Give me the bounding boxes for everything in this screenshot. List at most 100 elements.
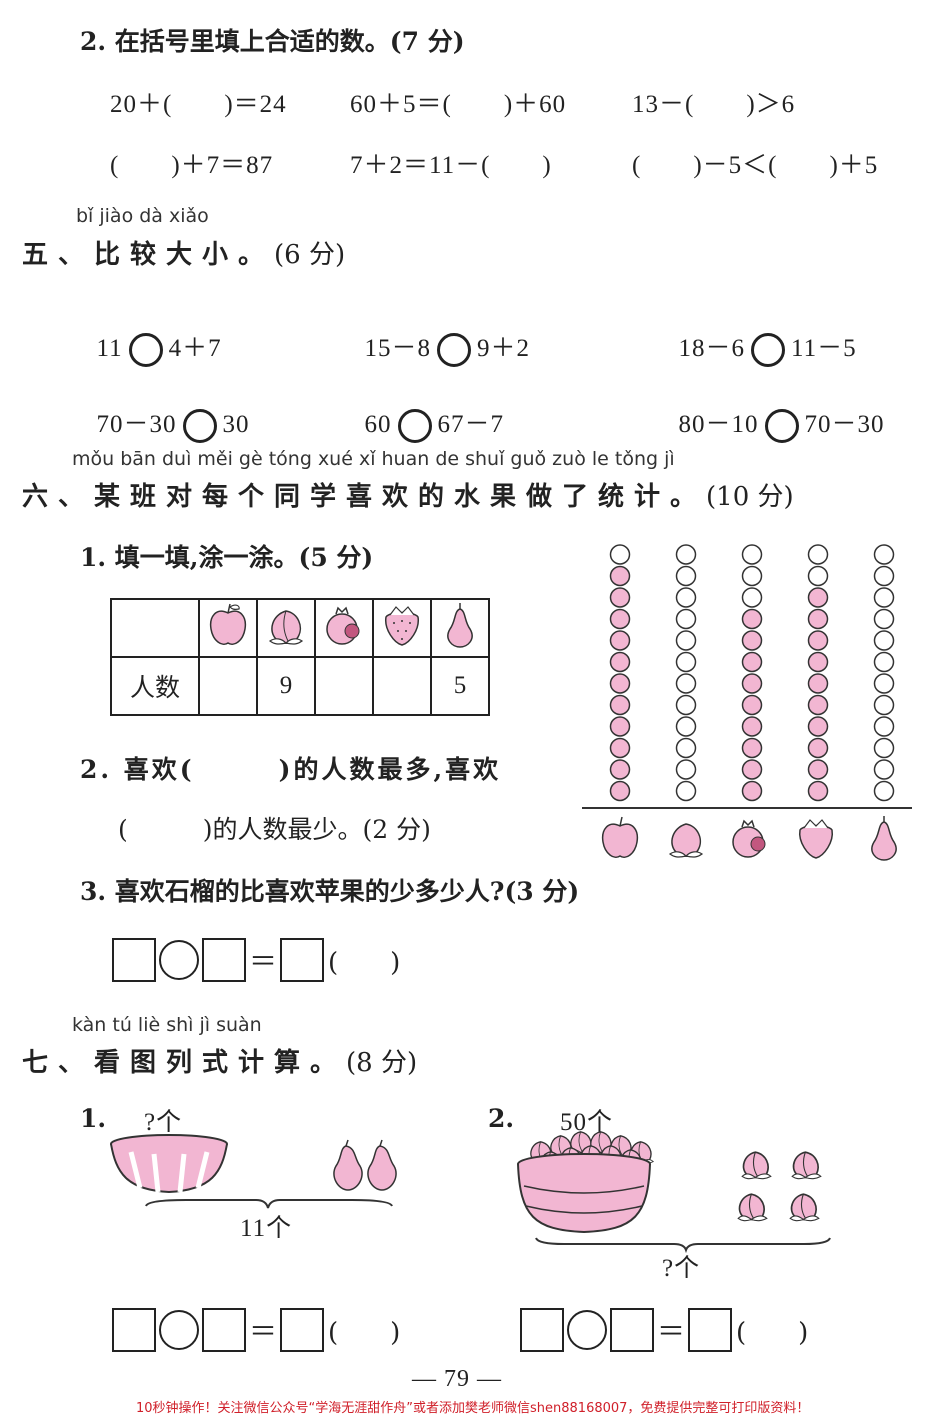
answer-box[interactable] [520,1308,564,1352]
compare-circle[interactable] [764,409,799,444]
compare-left: 11 [96,335,123,362]
bead[interactable] [807,630,829,651]
bead[interactable] [741,608,763,630]
bead[interactable] [675,587,697,608]
answer-box[interactable] [112,1308,156,1352]
bead[interactable] [807,565,829,587]
pear-icon [447,602,473,648]
bead[interactable] [741,565,763,587]
bead[interactable] [741,694,763,716]
unit-paren: ( ) [328,947,401,978]
bead[interactable] [807,716,829,737]
bead[interactable] [873,544,895,565]
bead[interactable] [741,780,763,802]
pinyin: mǒu bān duì měi gè tóng xué xǐ huan de s… [72,448,675,470]
bead[interactable] [675,759,697,780]
bead[interactable] [873,673,895,694]
table-cell[interactable] [314,656,374,716]
bead[interactable] [675,544,697,565]
bead[interactable] [609,651,631,673]
table-cell[interactable]: 5 [430,656,490,716]
bead[interactable] [609,608,631,630]
basket-pears-figure [110,1134,397,1209]
compare-right: 4＋7 [168,335,222,362]
bead[interactable] [675,565,697,587]
bead[interactable] [675,608,697,630]
bead[interactable] [741,630,763,651]
answer-box[interactable] [610,1308,654,1352]
pinyin: bǐ jiào dà xiǎo [76,205,209,227]
compare-circle[interactable] [128,333,163,368]
answer-box[interactable] [202,1308,246,1352]
table-cell[interactable] [372,656,432,716]
bead[interactable] [873,565,895,587]
bead[interactable] [609,694,631,716]
operator-circle[interactable] [159,1310,199,1350]
bead[interactable] [609,759,631,780]
bead[interactable] [807,587,829,608]
answer-box[interactable] [688,1308,733,1352]
answer-box[interactable] [280,1308,325,1352]
table-cell[interactable] [198,656,258,716]
bead[interactable] [609,565,631,587]
bead[interactable] [873,587,895,608]
equals-sign: ＝ [249,945,278,978]
bead[interactable] [741,716,763,737]
bead[interactable] [675,694,697,716]
points: (6 分) [274,240,346,270]
bead[interactable] [675,780,697,802]
answer-box[interactable] [112,938,156,982]
bead[interactable] [873,651,895,673]
bead[interactable] [609,630,631,651]
bead[interactable] [873,694,895,716]
compare-circle[interactable] [182,409,217,444]
bead[interactable] [873,630,895,651]
bead[interactable] [609,716,631,737]
section-title-text: 六、某班对每个同学喜欢的水果做了统计。 [22,482,707,512]
bottom-label: ?个 [662,1255,701,1282]
bead[interactable] [675,716,697,737]
bead[interactable] [675,630,697,651]
compare-left: 80－10 [678,411,759,438]
bead[interactable] [873,737,895,759]
compare-circle[interactable] [751,333,786,368]
bead[interactable] [807,608,829,630]
bead[interactable] [741,737,763,759]
compare-circle[interactable] [397,409,432,444]
operator-circle[interactable] [567,1310,607,1350]
compare-left: 15－8 [364,335,432,362]
bead[interactable] [807,694,829,716]
bead[interactable] [807,673,829,694]
bead[interactable] [807,780,829,802]
bead[interactable] [807,759,829,780]
bead[interactable] [675,737,697,759]
bead[interactable] [609,737,631,759]
bead[interactable] [741,544,763,565]
bead[interactable] [741,651,763,673]
bead[interactable] [873,759,895,780]
bead[interactable] [741,673,763,694]
bead[interactable] [873,716,895,737]
operator-circle[interactable] [159,940,199,980]
basket-peaches-figure [517,1131,831,1254]
brace [145,1199,393,1209]
bead[interactable] [807,651,829,673]
bead[interactable] [873,608,895,630]
compare-circle[interactable] [437,333,472,368]
table-cell[interactable]: 9 [256,656,316,716]
bead[interactable] [609,673,631,694]
answer-box[interactable] [280,938,325,982]
bead[interactable] [741,759,763,780]
answer-box[interactable] [202,938,246,982]
bead[interactable] [807,737,829,759]
bead[interactable] [873,780,895,802]
bead[interactable] [675,673,697,694]
bead[interactable] [741,587,763,608]
section-title: 五、比较大小。(6 分) [22,234,345,271]
bead[interactable] [675,651,697,673]
bead[interactable] [609,780,631,802]
bead[interactable] [609,587,631,608]
bead[interactable] [609,544,631,565]
bead[interactable] [807,544,829,565]
